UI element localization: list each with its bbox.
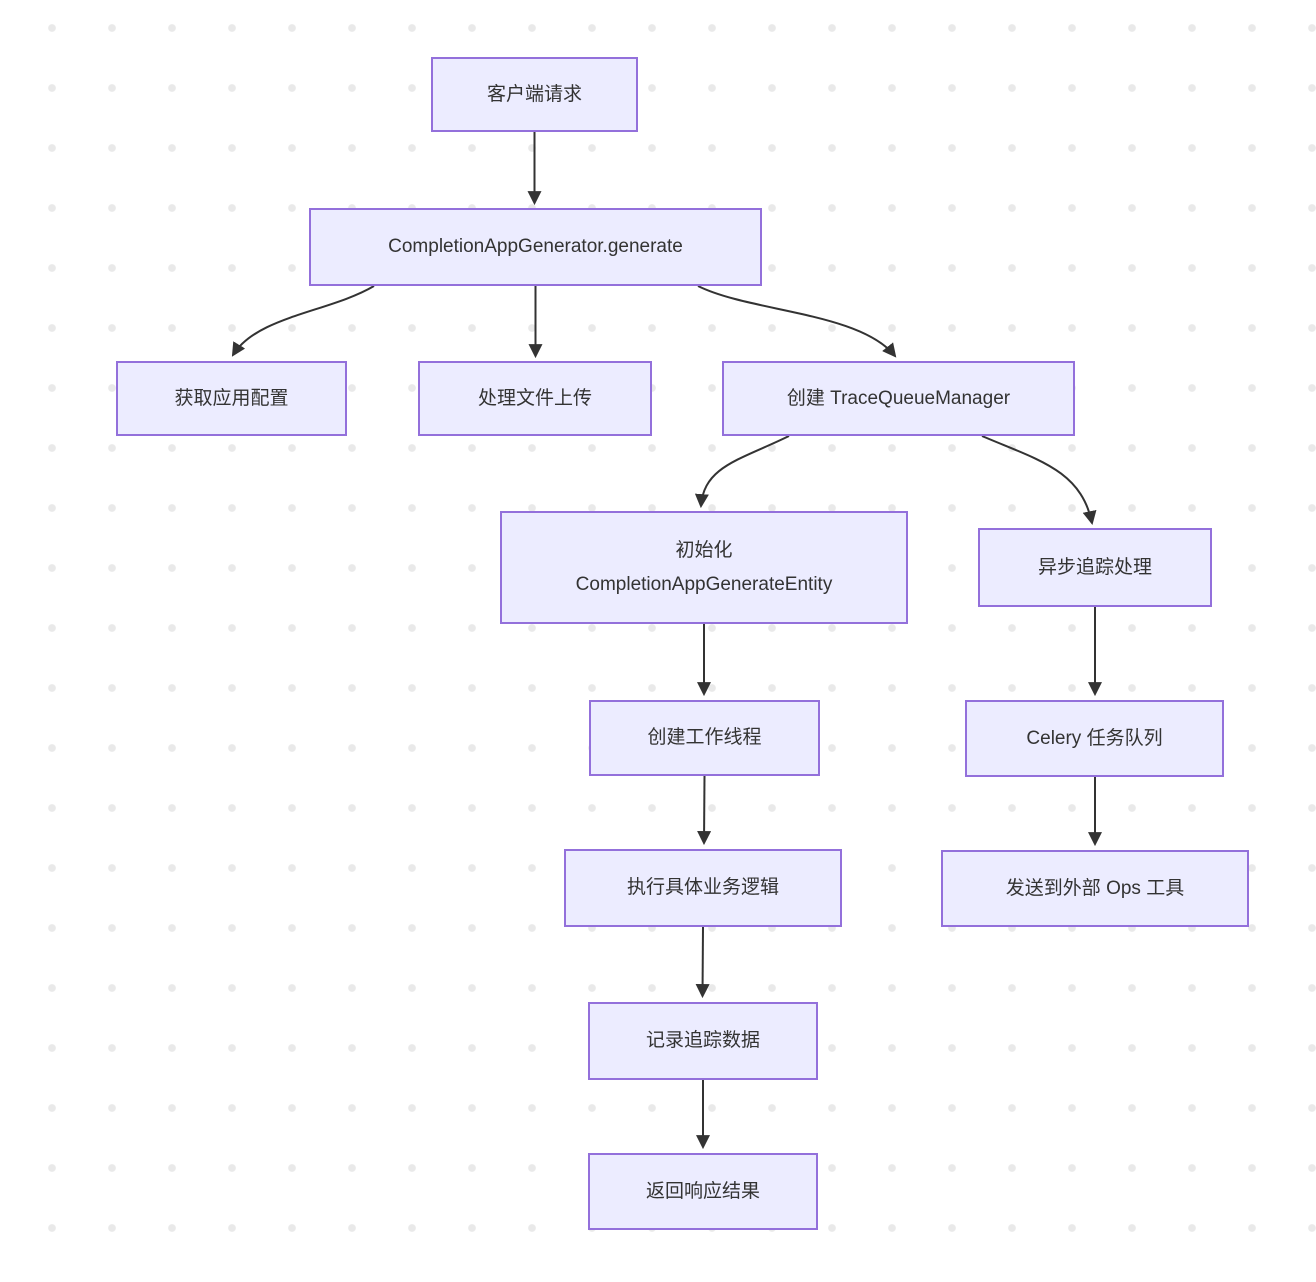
edge-execute-business-logic-to-record-trace-data	[695, 926, 710, 999]
node-client-request: 客户端请求	[431, 57, 638, 132]
node-execute-business-logic-label: 执行具体业务逻辑	[626, 877, 779, 899]
node-record-trace-data: 记录追踪数据	[588, 1002, 818, 1080]
edge-generator-generate-to-create-trace-queue-manager	[697, 285, 897, 358]
node-create-trace-queue-manager-label: 创建 TraceQueueManager	[786, 387, 1011, 409]
node-create-worker-thread-label: 创建工作线程	[647, 727, 762, 749]
node-send-to-external-ops-label: 发送到外部 Ops 工具	[1005, 877, 1185, 899]
node-create-trace-queue-manager: 创建 TraceQueueManager	[722, 361, 1075, 436]
edge-create-worker-thread-to-execute-business-logic	[697, 775, 712, 846]
edge-create-trace-queue-manager-to-async-trace-processing	[981, 435, 1097, 526]
node-execute-business-logic: 执行具体业务逻辑	[564, 849, 842, 927]
node-create-worker-thread: 创建工作线程	[589, 700, 820, 776]
node-async-trace-processing: 异步追踪处理	[978, 528, 1212, 607]
node-record-trace-data-label: 记录追踪数据	[645, 1030, 760, 1052]
node-handle-file-upload: 处理文件上传	[418, 361, 652, 436]
node-generator-generate: CompletionAppGenerator.generate	[309, 208, 762, 286]
edge-generator-generate-to-get-app-config	[231, 285, 375, 357]
node-client-request-label: 客户端请求	[486, 83, 582, 105]
node-send-to-external-ops: 发送到外部 Ops 工具	[941, 850, 1249, 927]
node-celery-task-queue: Celery 任务队列	[965, 700, 1224, 777]
node-init-generate-entity-label: 初始化 CompletionAppGenerateEntity	[575, 540, 833, 595]
node-init-generate-entity: 初始化 CompletionAppGenerateEntity	[500, 511, 908, 624]
node-get-app-config: 获取应用配置	[116, 361, 347, 436]
edge-create-trace-queue-manager-to-init-generate-entity	[694, 435, 790, 509]
node-return-response-result: 返回响应结果	[588, 1153, 818, 1230]
node-async-trace-processing-label: 异步追踪处理	[1037, 556, 1152, 578]
node-return-response-result-label: 返回响应结果	[645, 1180, 760, 1202]
node-get-app-config-label: 获取应用配置	[174, 387, 289, 409]
node-handle-file-upload-label: 处理文件上传	[477, 387, 592, 409]
node-generator-generate-label: CompletionAppGenerator.generate	[388, 236, 683, 258]
node-celery-task-queue-label: Celery 任务队列	[1026, 727, 1163, 749]
